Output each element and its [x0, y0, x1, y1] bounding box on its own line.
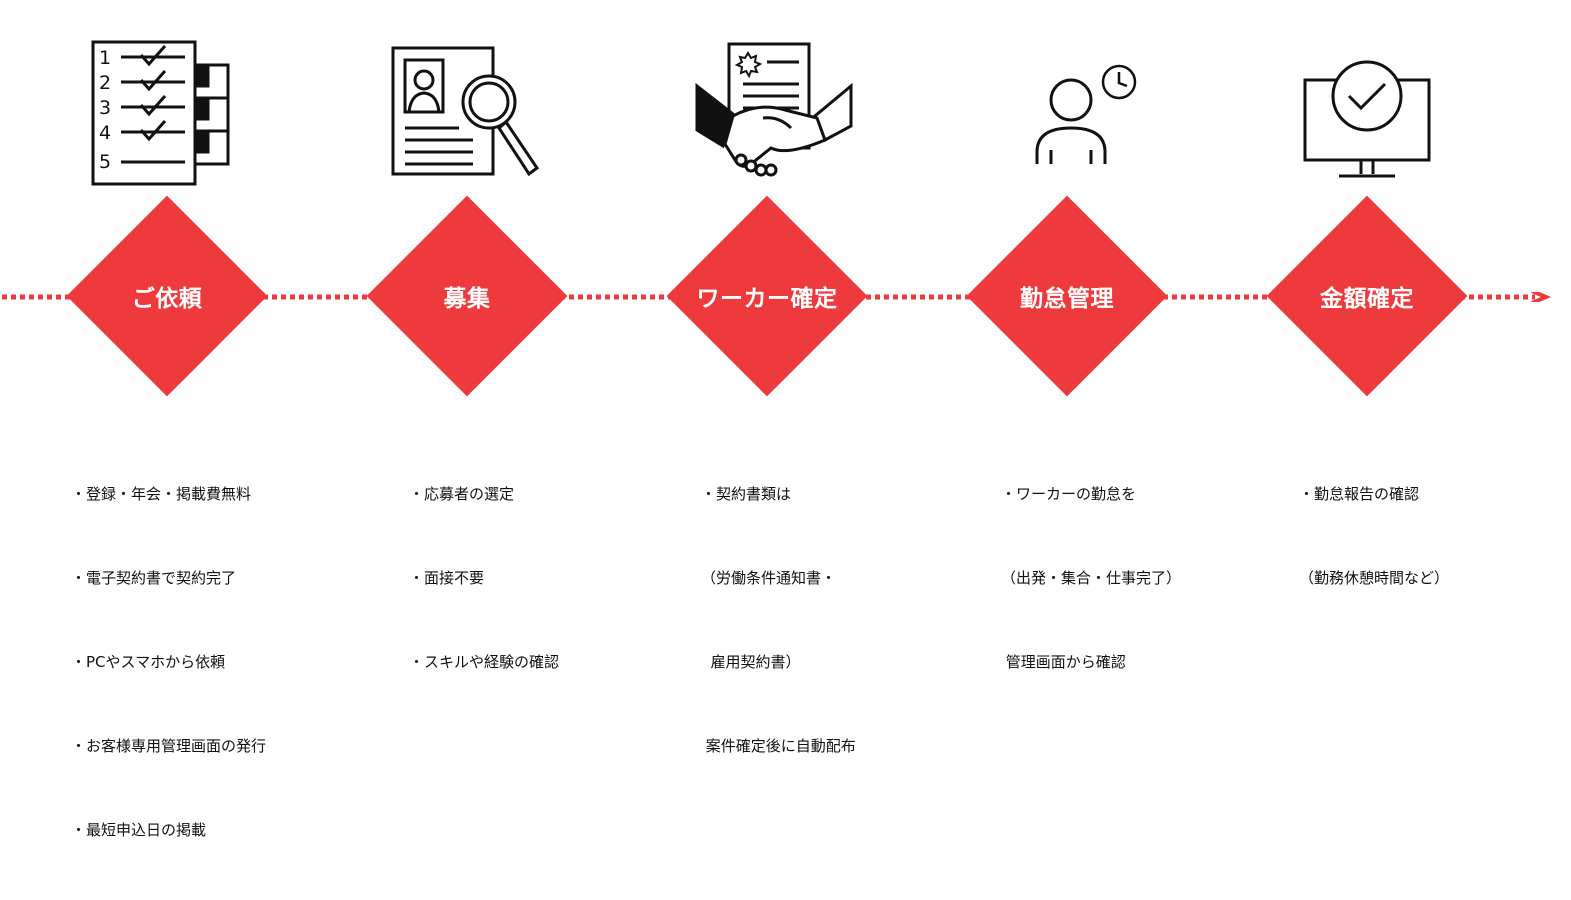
note-line: 管理画面から確認: [1001, 653, 1126, 671]
note-line: ・登録・年会・掲載費無料: [71, 485, 252, 503]
note-line: （勤務休憩時間など）: [1299, 569, 1450, 587]
step-recruit: 募集 ・応募者の選定 ・面接不要 ・スキルや経験の確認: [317, 0, 617, 671]
svg-text:3: 3: [99, 97, 111, 119]
step-diamond: 金額確定: [1267, 196, 1467, 396]
note-line: （出発・集合・仕事完了）: [1001, 569, 1182, 587]
step-request: 1 2 3 4 5 ご依頼 ・登録・年会・掲載費無料 ・電子契約書で契約完了 ・PCやス…: [17, 0, 317, 839]
checklist-icon: 1 2 3 4 5: [67, 36, 267, 186]
resume-search-icon: [367, 36, 567, 186]
note-line: ・面接不要: [409, 569, 485, 587]
note-line: ・勤怠報告の確認: [1299, 485, 1420, 503]
note-line: 案件確定後に自動配布: [701, 737, 856, 755]
step-notes: ・ワーカーの勤怠を （出発・集合・仕事完了） 管理画面から確認: [1001, 424, 1181, 732]
note-line: ・最短申込日の掲載: [71, 821, 207, 839]
step-notes: ・応募者の選定 ・面接不要 ・スキルや経験の確認: [409, 424, 559, 732]
arrowhead-icon: [1531, 292, 1552, 302]
note-line: ・応募者の選定: [409, 485, 515, 503]
step-title: 募集: [443, 286, 491, 312]
person-clock-icon: [967, 36, 1167, 186]
note-line: ・お客様専用管理画面の発行: [71, 737, 267, 755]
monitor-check-icon: [1267, 36, 1467, 186]
step-title: ご依頼: [131, 286, 203, 312]
step-title: 勤怠管理: [1020, 286, 1114, 312]
step-diamond: 勤怠管理: [967, 196, 1167, 396]
step-worker-confirm: ワーカー確定 ・契約書類は （労働条件通知書・ 雇用契約書） 案件確定後に自動配…: [617, 0, 917, 755]
note-line: （労働条件通知書・: [701, 569, 837, 587]
step-title: ワーカー確定: [696, 286, 838, 312]
note-line: ・PCやスマホから依頼: [71, 653, 226, 671]
svg-text:2: 2: [99, 72, 111, 94]
svg-text:1: 1: [99, 47, 111, 69]
step-notes: ・契約書類は （労働条件通知書・ 雇用契約書） 案件確定後に自動配布: [701, 424, 856, 816]
step-diamond: ご依頼: [67, 196, 267, 396]
svg-text:5: 5: [99, 151, 111, 173]
step-attendance: 勤怠管理 ・ワーカーの勤怠を （出発・集合・仕事完了） 管理画面から確認: [917, 0, 1217, 671]
note-line: ・電子契約書で契約完了: [71, 569, 237, 587]
step-notes: ・勤怠報告の確認 （勤務休憩時間など）: [1299, 424, 1449, 648]
note-line: ・スキルや経験の確認: [409, 653, 560, 671]
svg-text:4: 4: [99, 122, 111, 144]
step-title: 金額確定: [1320, 286, 1414, 312]
step-diamond: ワーカー確定: [667, 196, 867, 396]
note-line: ・ワーカーの勤怠を: [1001, 485, 1137, 503]
step-notes: ・登録・年会・掲載費無料 ・電子契約書で契約完了 ・PCやスマホから依頼 ・お客…: [71, 424, 266, 900]
step-amount-confirm: 金額確定 ・勤怠報告の確認 （勤務休憩時間など）: [1217, 0, 1517, 587]
note-line: ・契約書類は: [701, 485, 792, 503]
note-line: 雇用契約書）: [701, 653, 801, 671]
step-diamond: 募集: [367, 196, 567, 396]
handshake-contract-icon: [667, 36, 867, 186]
